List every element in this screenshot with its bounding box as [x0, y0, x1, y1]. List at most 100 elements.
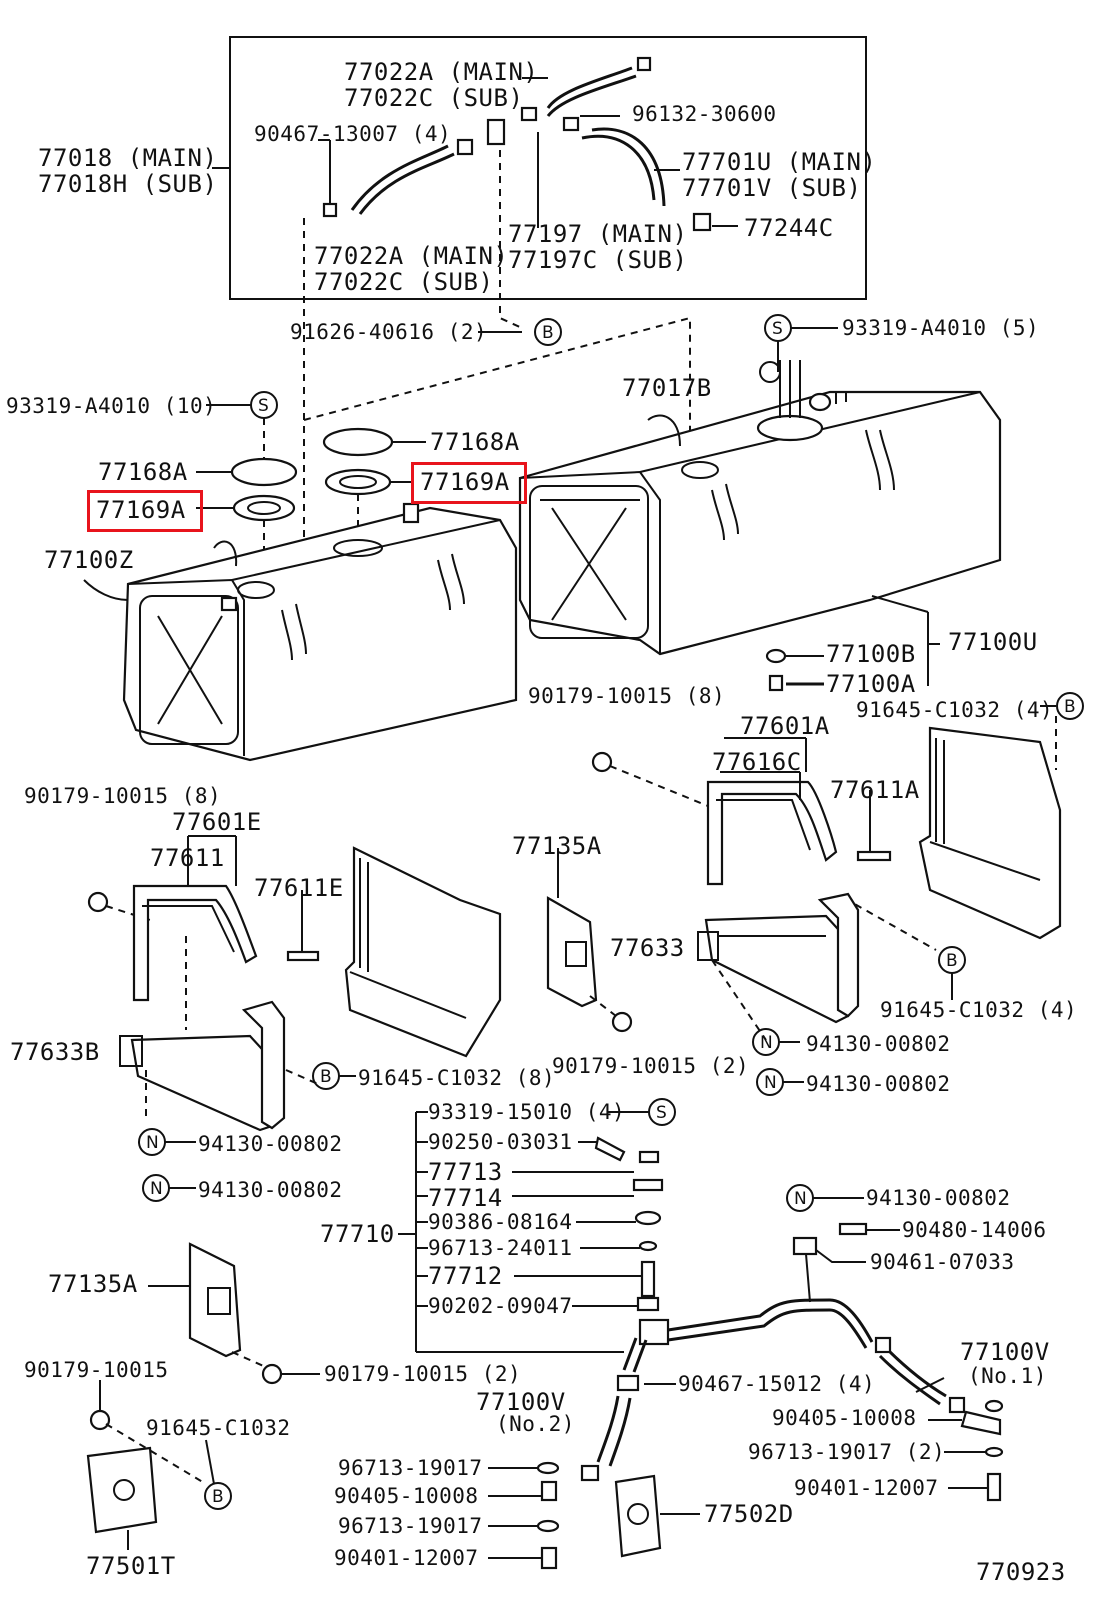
callout-n-letter: N — [760, 1033, 773, 1053]
label-90405-10008-l: 90405-10008 — [334, 1484, 479, 1508]
bracket-77135a-mid — [546, 896, 598, 1008]
bracket-77633 — [704, 892, 860, 1024]
label-90401-12007-r: 90401-12007 — [794, 1476, 939, 1500]
figure-code: 770923 — [976, 1558, 1066, 1586]
highlight-77169a-left — [87, 490, 203, 532]
label-90179-10015-2-low: 90179-10015 (2) — [324, 1362, 522, 1386]
bracket-77601a — [706, 780, 838, 886]
label-77100v-no1-sub: (No.1) — [968, 1364, 1047, 1388]
label-77168a-left: 77168A — [98, 458, 188, 486]
label-77611a: 77611A — [830, 776, 920, 804]
label-77022a-main-bottom: 77022A (MAIN) — [314, 242, 509, 270]
callout-n-letter: N — [146, 1133, 159, 1153]
label-77197-main: 77197 (MAIN) — [508, 220, 688, 248]
label-93319-15010: 93319-15010 (4) — [428, 1100, 626, 1124]
label-77616c: 77616C — [712, 748, 802, 776]
callout-n-r2: N — [756, 1068, 784, 1096]
hose-77100v-no2 — [596, 1395, 620, 1463]
label-90179-10015-low: 90179-10015 — [24, 1358, 169, 1382]
gasket-77168a-left — [230, 457, 298, 487]
label-96713-24011: 96713-24011 — [428, 1236, 573, 1260]
label-96713-19017-a: 96713-19017 — [338, 1456, 483, 1480]
plate-77502d — [614, 1474, 662, 1558]
label-91645-c1032-4-top: 91645-C1032 (4) — [856, 698, 1054, 722]
callout-b-right: B — [938, 946, 966, 974]
label-77100v-no2: 77100V — [476, 1388, 566, 1416]
label-90179-10015-2-mid: 90179-10015 (2) — [552, 1054, 750, 1078]
hose-77022a-top — [546, 66, 633, 109]
label-77018h-sub: 77018H (SUB) — [38, 170, 218, 198]
label-77244c: 77244C — [744, 214, 834, 242]
ring-77169a-right — [324, 468, 392, 496]
callout-b-91626: B — [534, 318, 562, 346]
callout-b-letter: B — [320, 1067, 332, 1087]
label-96713-19017-b: 96713-19017 — [338, 1514, 483, 1538]
label-90179-10015-8-right: 90179-10015 (8) — [528, 684, 726, 708]
label-93319-a4010-5: 93319-A4010 (5) — [842, 316, 1040, 340]
label-77168a-right: 77168A — [430, 428, 520, 456]
label-90480-14006: 90480-14006 — [902, 1218, 1047, 1242]
label-96713-19017-2: 96713-19017 (2) — [748, 1440, 946, 1464]
callout-s-lower: S — [656, 1103, 667, 1123]
label-94130-l1: 94130-00802 — [198, 1132, 343, 1156]
label-90179-10015-8-left: 90179-10015 (8) — [24, 784, 222, 808]
label-77713: 77713 — [428, 1158, 503, 1186]
hose-77022a-bottom — [350, 144, 449, 211]
label-77100v-no1: 77100V — [960, 1338, 1050, 1366]
callout-s-letter: S — [656, 1103, 667, 1123]
label-77611e: 77611E — [254, 874, 344, 902]
label-77710: 77710 — [320, 1220, 395, 1248]
label-91626: 91626-40616 (2) — [290, 320, 488, 344]
label-77169a-right: 77169A — [420, 468, 510, 496]
label-96132: 96132-30600 — [632, 102, 777, 126]
bracket-77633b — [130, 1000, 286, 1132]
callout-b-letter: B — [946, 951, 958, 971]
callout-b-lower: B — [204, 1482, 232, 1510]
label-77022a-main-top: 77022A (MAIN) — [344, 58, 539, 86]
callout-n-letter: N — [764, 1073, 777, 1093]
fuel-tank-right — [518, 360, 1002, 656]
label-77018-main: 77018 (MAIN) — [38, 144, 218, 172]
label-77197c-sub: 77197C (SUB) — [508, 246, 688, 274]
label-77100z: 77100Z — [44, 546, 134, 574]
label-94130-lower: 94130-00802 — [866, 1186, 1011, 1210]
label-93319-a4010-10: 93319-A4010 (10) — [6, 394, 217, 418]
label-90202-09047: 90202-09047 — [428, 1294, 573, 1318]
callout-n-r1: N — [752, 1028, 780, 1056]
label-77100u: 77100U — [948, 628, 1038, 656]
label-77633: 77633 — [610, 934, 685, 962]
bracket-77601e — [132, 884, 258, 1002]
hose-77100v-no1 — [878, 1354, 941, 1406]
callout-b-letter: B — [212, 1487, 224, 1507]
label-90401-12007-l: 90401-12007 — [334, 1546, 479, 1570]
label-77701u-main: 77701U (MAIN) — [682, 148, 877, 176]
label-90250-03031: 90250-03031 — [428, 1130, 573, 1154]
label-77022c-sub-top: 77022C (SUB) — [344, 84, 524, 112]
callout-s-93319-5: S — [764, 314, 792, 342]
label-77502d: 77502D — [704, 1500, 794, 1528]
label-77712: 77712 — [428, 1262, 503, 1290]
label-90386-08164: 90386-08164 — [428, 1210, 573, 1234]
callout-b-top-right: B — [1056, 692, 1084, 720]
label-77714: 77714 — [428, 1184, 503, 1212]
callout-b-letter: B — [1064, 697, 1076, 717]
callout-s-letter: S — [258, 396, 269, 416]
label-77100a: 77100A — [826, 670, 916, 698]
label-77501t: 77501T — [86, 1552, 176, 1580]
strap-assembly-left — [344, 846, 502, 1058]
label-77601e: 77601E — [172, 808, 262, 836]
bracket-77135a-low — [188, 1242, 242, 1358]
fuel-tank-left — [122, 502, 518, 762]
highlight-77169a-right — [411, 462, 527, 504]
label-77022c-sub-bottom: 77022C (SUB) — [314, 268, 494, 296]
label-77633b: 77633B — [10, 1038, 100, 1066]
label-90461-07033: 90461-07033 — [870, 1250, 1015, 1274]
label-94130-l2: 94130-00802 — [198, 1178, 343, 1202]
label-90405-10008-r: 90405-10008 — [772, 1406, 917, 1430]
label-91645-c1032-4-right: 91645-C1032 (4) — [880, 998, 1078, 1022]
label-94130-r2: 94130-00802 — [806, 1072, 951, 1096]
label-77611: 77611 — [150, 844, 225, 872]
strap-assembly-right — [918, 726, 1062, 940]
